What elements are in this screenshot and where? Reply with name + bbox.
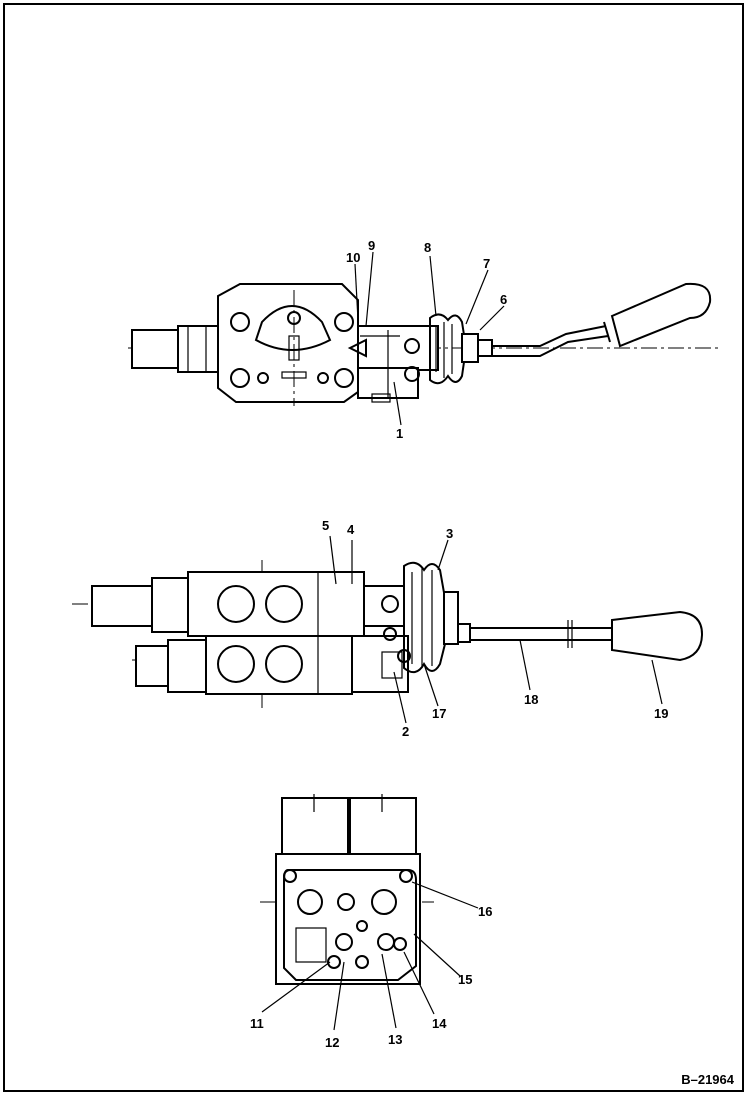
callout-6: 6 <box>500 292 507 307</box>
callout-11: 11 <box>250 1016 264 1031</box>
figure-reference: B–21964 <box>681 1072 735 1087</box>
callout-7: 7 <box>483 256 490 271</box>
callout-16: 16 <box>478 904 492 919</box>
callout-3: 3 <box>446 526 453 541</box>
callout-17: 17 <box>432 706 446 721</box>
callout-15: 15 <box>458 972 472 987</box>
callout-4: 4 <box>347 522 355 537</box>
callout-19: 19 <box>654 706 668 721</box>
end-view-valve <box>260 794 434 985</box>
callout-10: 10 <box>346 250 360 265</box>
callout-14: 14 <box>432 1016 447 1031</box>
leader-lines <box>261 251 663 1031</box>
callout-9: 9 <box>368 238 375 253</box>
callout-5: 5 <box>322 518 329 533</box>
callout-12: 12 <box>325 1035 339 1050</box>
callout-8: 8 <box>424 240 431 255</box>
top-view-valve <box>128 282 720 406</box>
callout-2: 2 <box>402 724 409 739</box>
callout-18: 18 <box>524 692 538 707</box>
callout-1: 1 <box>396 426 403 441</box>
callout-13: 13 <box>388 1032 402 1047</box>
callout-labels: 1 2 3 4 5 6 7 8 9 10 11 12 13 14 15 16 1… <box>250 238 668 1050</box>
side-view-valve <box>72 560 704 708</box>
drawing-frame <box>3 3 744 1092</box>
